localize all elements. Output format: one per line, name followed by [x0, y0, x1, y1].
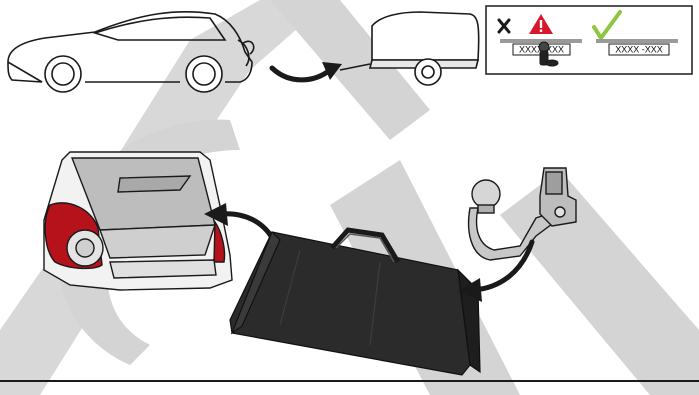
bag-to-trunk-arrow [217, 211, 278, 246]
arrowhead [458, 278, 482, 302]
car-trunk-open-icon [43, 151, 233, 291]
cross-icon [497, 18, 511, 34]
warning-triangle-icon [529, 14, 553, 34]
correct-plate-text: XXXX -XXX [615, 45, 663, 55]
checkmark-icon [592, 10, 622, 40]
arrowhead [204, 203, 228, 226]
storage-bag-icon [229, 227, 481, 376]
plate-visibility-panel: XXXX-XXX XXXX -XXX [485, 5, 693, 75]
wrong-plate-bumper [500, 39, 582, 43]
towball-blocking-plate-icon [538, 41, 559, 67]
correct-plate [608, 43, 670, 56]
correct-plate-bumper [596, 39, 678, 43]
trailer-icon [339, 11, 480, 86]
towbar-to-bag-arrow [471, 239, 535, 293]
car-to-trailer-arrow [269, 65, 333, 83]
car-side-icon [7, 10, 255, 93]
detachable-towball-icon [467, 167, 577, 261]
arrowhead [322, 62, 342, 80]
